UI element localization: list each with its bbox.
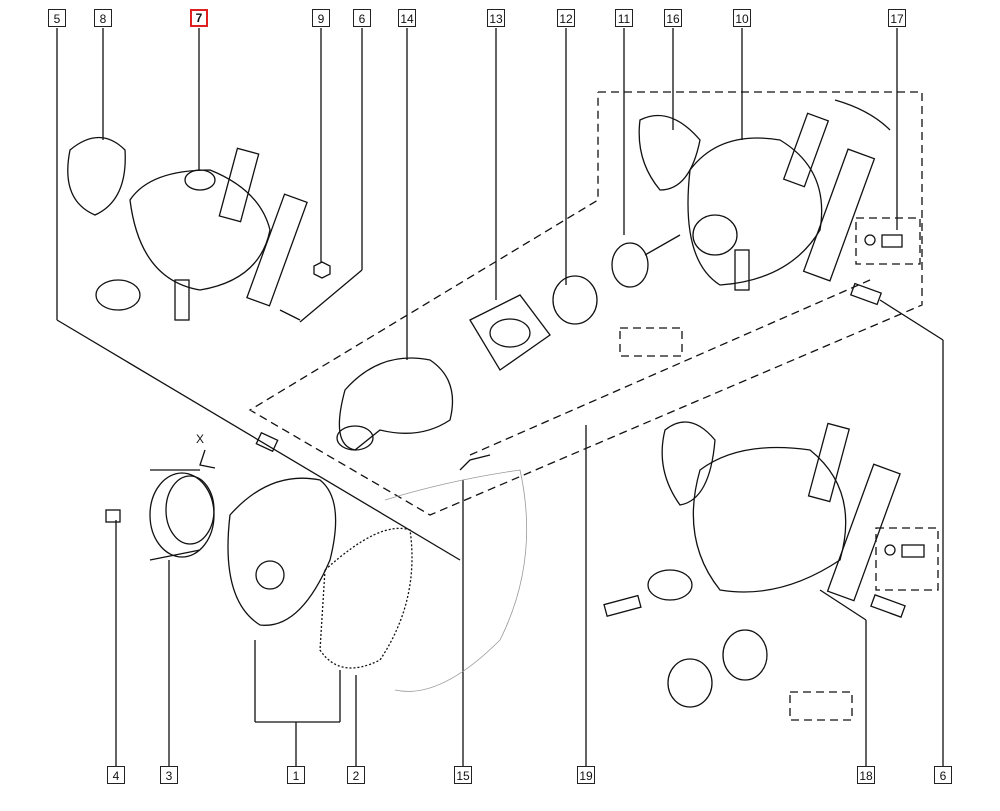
- callout-11[interactable]: 11: [615, 9, 633, 27]
- callout-10[interactable]: 10: [733, 9, 751, 27]
- callout-13[interactable]: 13: [487, 9, 505, 27]
- thermostat-housing-left: [67, 137, 331, 321]
- callout-12[interactable]: 12: [557, 9, 575, 27]
- callout-6[interactable]: 6: [353, 9, 371, 27]
- dashed-frames: [248, 91, 939, 721]
- callout-18[interactable]: 18: [857, 766, 875, 784]
- thermostat-housing-lower-right: [603, 421, 925, 708]
- callout-14[interactable]: 14: [398, 9, 416, 27]
- leader-lines: [56, 28, 944, 767]
- callout-6-bottom[interactable]: 6: [934, 766, 952, 784]
- callout-2[interactable]: 2: [347, 766, 365, 784]
- view-marker-x: X: [196, 432, 204, 446]
- callout-19[interactable]: 19: [577, 766, 595, 784]
- water-pump: [105, 431, 528, 692]
- callout-1[interactable]: 1: [287, 766, 305, 784]
- callout-8[interactable]: 8: [94, 9, 112, 27]
- callout-7-selected[interactable]: 7: [190, 9, 208, 27]
- callout-4[interactable]: 4: [107, 766, 125, 784]
- thermostat-cover-middle: [336, 234, 681, 471]
- callout-3[interactable]: 3: [160, 766, 178, 784]
- callout-17[interactable]: 17: [888, 9, 906, 27]
- callout-9[interactable]: 9: [312, 9, 330, 27]
- callout-5[interactable]: 5: [48, 9, 66, 27]
- callout-15[interactable]: 15: [454, 766, 472, 784]
- callout-16[interactable]: 16: [664, 9, 682, 27]
- thermostat-housing-right: [638, 99, 903, 306]
